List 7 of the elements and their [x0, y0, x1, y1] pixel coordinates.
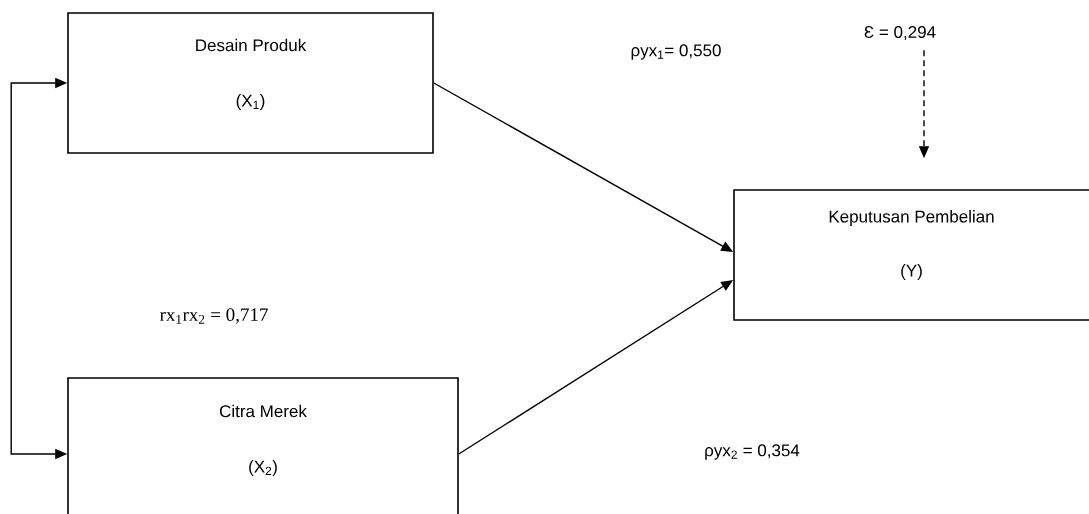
variable-box: Desain Produk (X$_{1}$): [67, 12, 434, 154]
variable-box: Keputusan Pembelian (Y): [733, 189, 1089, 321]
variable-box: Citra Merek (X$_{2}$): [67, 377, 459, 514]
coefficient-label: ρyx$_{1}$= 0,550: [631, 44, 721, 60]
error-term: Ɛ = 0,294: [864, 26, 936, 41]
coefficient-label: ρyx$_{2}$ = 0,354: [705, 444, 800, 460]
coefficient-label: rx$_{1}$rx$_{2}$ = 0,717: [159, 308, 268, 324]
